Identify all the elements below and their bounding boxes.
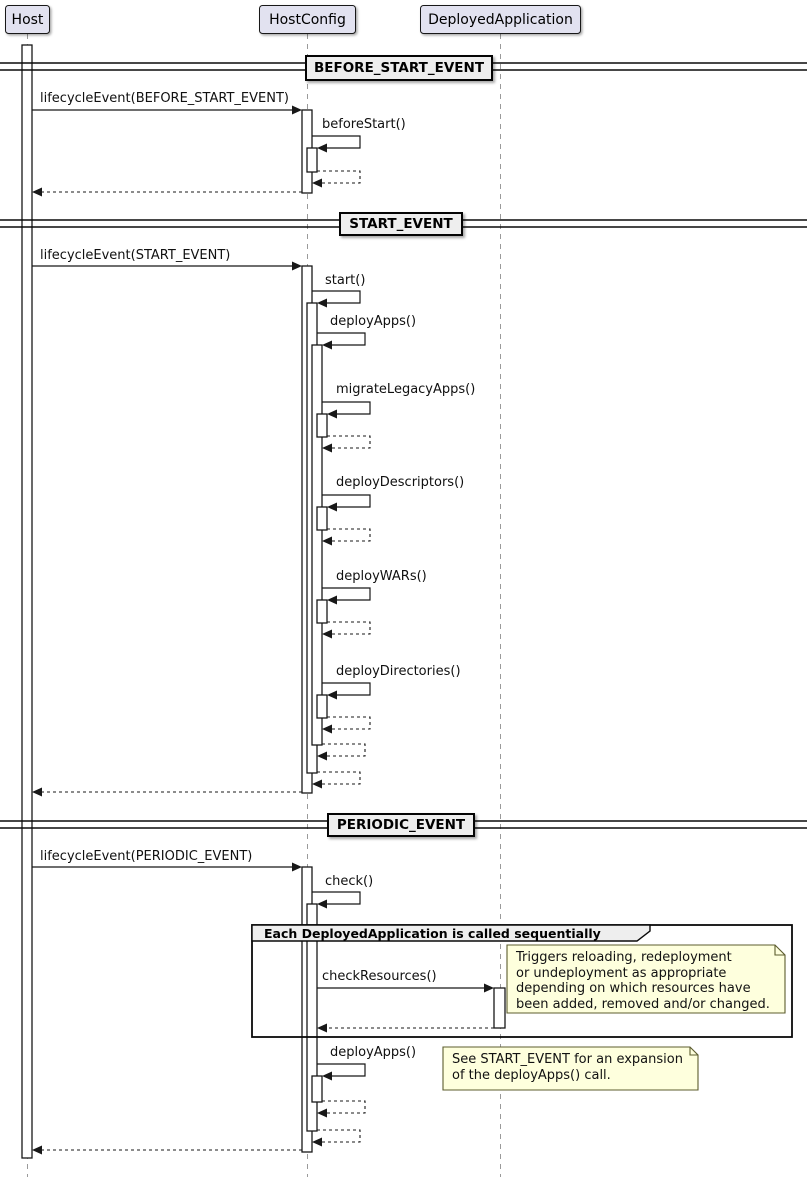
participant-hostconfig-label: HostConfig [269,11,346,28]
arrow-deploy-apps-periodic-call [317,1063,366,1081]
activation-check-resources [493,987,506,1029]
activation-migrate-legacy-apps [316,413,328,438]
participant-deployedapplication-label: DeployedApplication [428,11,573,28]
participant-host-label: Host [11,11,44,28]
label-check: check() [325,874,374,889]
arrow-deploy-wars-call [322,587,371,605]
label-before-start: beforeStart() [322,117,406,132]
activation-host [21,44,33,1159]
activation-deploy-directories [316,694,328,719]
arrow-deploy-directories-call [322,682,371,700]
label-deploy-apps: deployApps() [330,314,417,329]
divider-before-start-event-label: BEFORE_START_EVENT [313,60,485,76]
label-lifecycle-start: lifecycleEvent(START_EVENT) [40,248,231,263]
arrow-deploy-apps-return [317,743,366,761]
label-start: start() [325,273,366,288]
arrow-return-to-host-periodic [32,1145,302,1155]
activation-deploy-descriptors [316,506,328,531]
note-line: or undeployment as appropriate [516,965,727,981]
arrow-check-call [312,891,361,909]
note-deploy-apps-text: See START_EVENT for an expansion of the … [452,1052,683,1083]
label-lifecycle-before-start: lifecycleEvent(BEFORE_START_EVENT) [40,91,289,106]
note-deploy-apps [442,1046,699,1091]
arrow-migrate-legacy-apps-call [322,401,371,419]
label-deploy-wars: deployWARs() [336,569,427,584]
group-header-pentagon [251,924,651,942]
arrow-check-resources [317,983,494,993]
note-line: Triggers reloading, redeployment [516,950,732,965]
note-line: been added, removed and/or changed. [516,996,770,1012]
arrow-deploy-wars-return [322,621,371,639]
participant-host: Host [5,5,50,34]
arrow-lifecycle-periodic [32,862,302,872]
note-line: of the deployApps() call. [452,1067,611,1083]
note-line: See START_EVENT for an expansion [452,1052,683,1067]
label-check-resources: checkResources() [322,969,437,984]
arrow-deploy-directories-return [322,716,371,734]
arrow-check-return [312,1129,361,1147]
arrow-deploy-apps-call [317,332,366,350]
note-line: depending on which resources have [516,981,751,997]
activation-before-start [306,147,318,173]
divider-before-start-event: BEFORE_START_EVENT [305,55,493,81]
note-check-resources-text: Triggers reloading, redeployment or unde… [516,950,770,1012]
label-deploy-descriptors: deployDescriptors() [336,475,465,490]
divider-periodic-event-label: PERIODIC_EVENT [336,817,466,833]
activation-deploy-apps-periodic [311,1075,323,1103]
activation-check [306,903,318,1132]
arrow-return-to-host-before-start [32,187,302,197]
activation-deploy-wars [316,599,328,624]
label-migrate-legacy-apps: migrateLegacyApps() [336,382,476,397]
arrow-lifecycle-start [32,261,302,271]
group-title-sequential: Each DeployedApplication is called seque… [264,926,601,941]
divider-periodic-event: PERIODIC_EVENT [327,813,475,837]
arrow-return-to-host-start [32,787,302,797]
arrow-before-start-call [312,135,361,153]
label-deploy-directories: deployDirectories() [336,664,461,679]
arrow-deploy-descriptors-return [322,528,371,546]
arrow-deploy-apps-periodic-return [317,1100,366,1118]
participant-deployedapplication: DeployedApplication [420,5,581,34]
arrow-check-resources-return [317,1023,494,1033]
label-lifecycle-periodic: lifecycleEvent(PERIODIC_EVENT) [40,849,253,864]
arrow-lifecycle-before-start [32,105,302,115]
arrow-start-return [312,771,361,789]
arrow-start-call [312,290,361,308]
label-deploy-apps-periodic: deployApps() [330,1045,417,1060]
arrow-migrate-legacy-apps-return [322,435,371,453]
arrow-deploy-descriptors-call [322,494,371,512]
activation-deploy-apps [311,344,323,746]
arrow-before-start-return [312,170,361,188]
divider-start-event-label: START_EVENT [349,216,453,232]
note-check-resources [506,944,786,1014]
participant-hostconfig: HostConfig [259,5,356,34]
divider-start-event: START_EVENT [339,212,463,236]
